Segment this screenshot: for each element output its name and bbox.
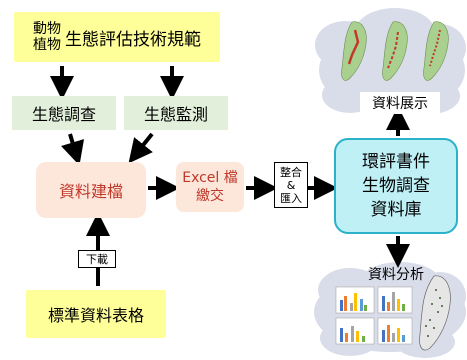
bar-chart-icon <box>377 286 413 314</box>
arrow-survey-to-data <box>61 133 85 166</box>
taiwan-map-icon <box>423 21 449 81</box>
data-building-box: 資料建檔 <box>36 162 146 218</box>
arrow-monitoring-to-data <box>128 132 154 164</box>
standards-box: 動物 植物 生態評估技術規範 <box>14 12 220 62</box>
template-box: 標準資料表格 <box>26 290 166 338</box>
standards-main-label: 生態評估技術規範 <box>65 29 201 50</box>
monitoring-box: 生態監測 <box>124 96 228 130</box>
database-box: 環評書件 生物調查 資料庫 <box>334 138 458 234</box>
display-label: 資料展示 <box>360 92 440 114</box>
bar-chart-icon <box>335 286 375 314</box>
analysis-label: 資料分析 <box>368 267 424 283</box>
integrate-import-label: 整合 & 匯入 <box>274 162 308 208</box>
database-line3: 資料庫 <box>370 200 422 220</box>
monitoring-label: 生態監測 <box>143 105 208 124</box>
excel-line1: Excel 檔 <box>182 170 238 186</box>
taiwan-map-icon <box>382 21 408 81</box>
survey-label: 生態調查 <box>31 105 96 124</box>
integrate-line1: 整合 <box>280 165 302 179</box>
database-line1: 環評書件 <box>362 152 430 172</box>
database-line2: 生物調查 <box>362 176 430 196</box>
survey-box: 生態調查 <box>12 96 116 130</box>
standards-top-label: 動物 植物 <box>33 21 61 53</box>
template-label: 標準資料表格 <box>47 306 144 325</box>
taiwan-map-icon <box>341 21 367 81</box>
excel-submit-box: Excel 檔 繳交 <box>176 162 244 212</box>
bar-chart-icon <box>335 317 375 345</box>
download-text: 下載 <box>86 252 108 266</box>
integrate-line2: & <box>286 178 296 192</box>
download-label: 下載 <box>78 250 116 268</box>
integrate-line3: 匯入 <box>280 191 302 205</box>
taiwan-map-icon <box>419 275 451 351</box>
bar-chart-icon <box>377 317 413 345</box>
excel-line2: 繳交 <box>196 188 224 204</box>
data-building-label: 資料建檔 <box>58 182 123 201</box>
